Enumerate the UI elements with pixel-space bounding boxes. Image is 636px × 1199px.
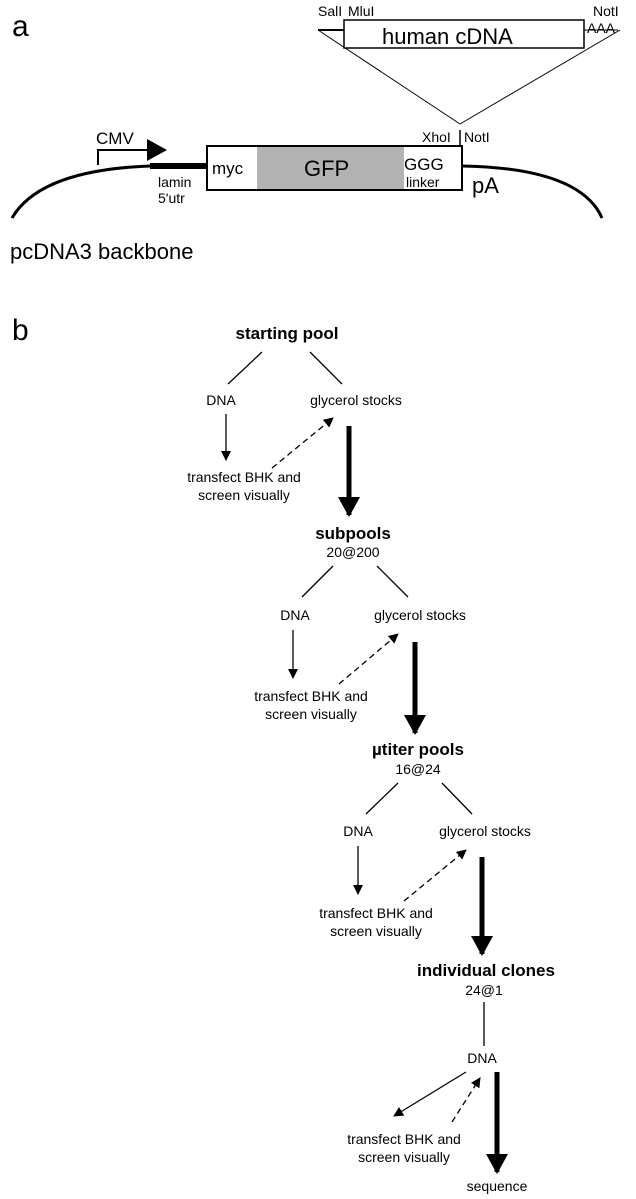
xhoi-site-label: XhoI — [422, 129, 451, 145]
dna-node: DNA — [467, 1050, 497, 1066]
positive-back-arrow — [338, 633, 399, 685]
panel-a: a CMV myc GFP GGG linker lamin 5'utr Xho… — [10, 3, 621, 264]
panel-b: b starting pool DNA glycerol stocks tran… — [12, 314, 555, 1194]
insert-noti-site-label: NotI — [593, 3, 619, 19]
insert-callout-left — [317, 29, 461, 125]
dna-node: DNA — [343, 823, 373, 839]
gfp-region — [257, 147, 404, 189]
branch-right — [376, 565, 409, 598]
glycerol-stocks-node: glycerol stocks — [439, 823, 531, 839]
level-title: µtiter pools — [372, 740, 464, 759]
sequence-node: sequence — [467, 1178, 528, 1194]
transfect-line2: screen visually — [265, 706, 357, 722]
myc-label: myc — [212, 159, 244, 178]
positive-back-arrow — [403, 849, 467, 902]
mlui-site-label: MluI — [348, 3, 374, 19]
transfect-line1: transfect BHK and — [187, 469, 301, 485]
cmv-promoter-arrow — [97, 139, 167, 165]
level-starting-pool: starting pool DNA glycerol stocks transf… — [187, 324, 402, 517]
positive-back-arrow — [451, 1077, 481, 1123]
level-count: 24@1 — [465, 982, 503, 998]
branch-right — [441, 782, 473, 815]
branch-right — [309, 351, 343, 385]
transfect-line1: transfect BHK and — [254, 688, 368, 704]
insert-box — [343, 19, 585, 49]
level-title: starting pool — [236, 324, 339, 343]
transfect-line2: screen visually — [358, 1149, 450, 1165]
level-subpools: subpools 20@200 DNA glycerol stocks tran… — [254, 524, 466, 735]
ggg-label: GGG — [404, 155, 444, 174]
polya-tail-label: AAA — [587, 20, 616, 36]
dna-to-transfect-arrow — [393, 1071, 467, 1117]
backbone-arc-right — [461, 164, 604, 219]
level-count: 20@200 — [326, 544, 379, 560]
gfp-label: GFP — [304, 156, 349, 181]
sali-site-label: SalI — [318, 3, 342, 19]
transfect-line1: transfect BHK and — [319, 905, 433, 921]
insert-label: human cDNA — [382, 24, 513, 49]
backbone-arc — [10, 164, 151, 219]
backbone-label: pcDNA3 backbone — [10, 239, 193, 264]
panel-a-label: a — [12, 10, 29, 43]
linker-label: linker — [406, 174, 440, 190]
lamin-label: lamin — [158, 174, 191, 190]
cmv-label: CMV — [96, 129, 134, 148]
transfect-line2: screen visually — [198, 487, 290, 503]
panel-b-label: b — [12, 314, 29, 347]
branch-left — [227, 351, 263, 385]
branch-left — [365, 782, 399, 815]
polya-label: pA — [472, 173, 499, 198]
utr-label: 5'utr — [158, 190, 185, 206]
level-individual-clones: individual clones 24@1 DNA transfect BHK… — [347, 961, 555, 1194]
dna-node: DNA — [280, 607, 310, 623]
transfect-line2: screen visually — [330, 923, 422, 939]
level-title: subpools — [315, 524, 391, 543]
level-count: 16@24 — [395, 761, 441, 777]
level-title: individual clones — [417, 961, 555, 980]
noti-site-label: NotI — [464, 129, 490, 145]
branch-left — [301, 565, 334, 598]
dna-node: DNA — [206, 392, 236, 408]
level-utiter-pools: µtiter pools 16@24 DNA glycerol stocks t… — [319, 740, 531, 956]
transfect-line1: transfect BHK and — [347, 1131, 461, 1147]
glycerol-stocks-node: glycerol stocks — [374, 607, 466, 623]
positive-back-arrow — [271, 417, 334, 469]
glycerol-stocks-node: glycerol stocks — [310, 392, 402, 408]
insert-callout-right — [459, 29, 621, 125]
